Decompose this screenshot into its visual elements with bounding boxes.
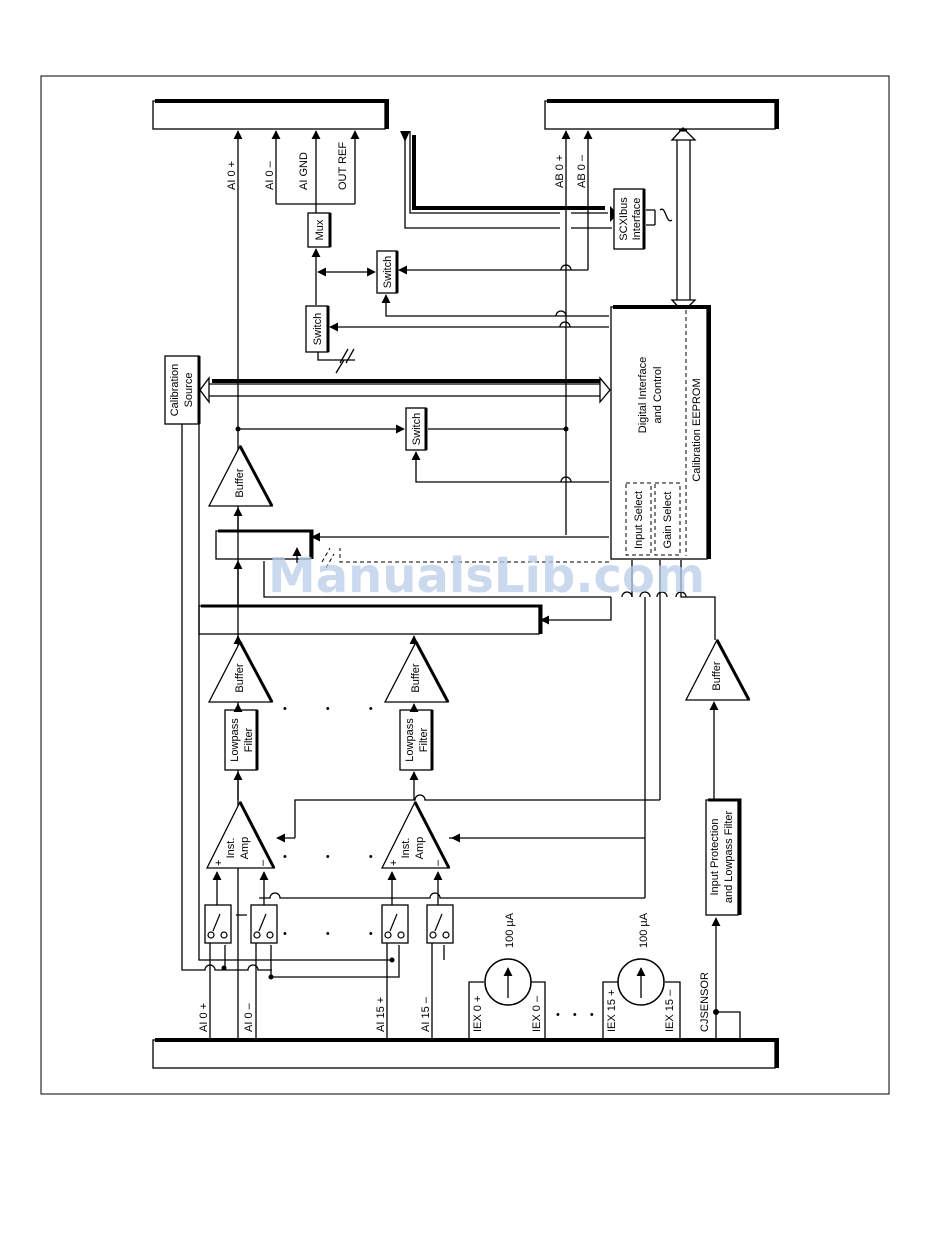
current-source-0: 100 µA IEX 0 + IEX 0 – (468, 912, 546, 1040)
svg-text:Buffer: Buffer (234, 468, 246, 497)
label-top-ai0-plus: AI 0 + (226, 161, 238, 190)
channel-mux-bus (198, 604, 543, 635)
label-top-ab0-plus: AB 0 + (554, 155, 566, 188)
svg-text:Switch: Switch (312, 313, 324, 345)
svg-text:–: – (257, 859, 269, 866)
svg-text:100 µA: 100 µA (504, 912, 516, 948)
svg-text:Calibration: Calibration (169, 364, 181, 417)
label-top-ab0-minus: AB 0 – (576, 154, 588, 188)
inst-amp-15: Inst. Amp + – (380, 800, 451, 869)
svg-text:Input Protection: Input Protection (709, 818, 721, 895)
buffer-channel-15: Buffer (383, 640, 450, 703)
svg-text:Buffer: Buffer (711, 661, 723, 690)
svg-text:Filter: Filter (243, 727, 255, 752)
watermark: ManualsLib.com (268, 548, 705, 604)
svg-text:and Control: and Control (652, 367, 664, 424)
svg-text:and Lowpass Filter: and Lowpass Filter (723, 811, 735, 904)
svg-text:IEX 0 –: IEX 0 – (531, 995, 543, 1032)
label-bottom-ai15-plus: AI 15 + (375, 997, 387, 1032)
calibration-source-block: Calibration Source (164, 355, 201, 425)
eeprom-label: Calibration EEPROM (691, 378, 703, 481)
label-top-out-ref: OUT REF (337, 142, 349, 190)
dots-row-switch: • • • (283, 928, 391, 940)
svg-text:Mux: Mux (314, 219, 326, 240)
buffer-cjsensor: Buffer (684, 638, 751, 701)
top-left-connector (152, 99, 389, 130)
label-top-ai-gnd: AI GND (298, 152, 310, 190)
input-switches (204, 904, 454, 944)
svg-text:Amp: Amp (414, 837, 426, 860)
label-bottom-ai0-minus: AI 0 – (243, 1002, 255, 1032)
bottom-connector (152, 1038, 779, 1069)
svg-text:IEX 15 –: IEX 15 – (664, 989, 676, 1032)
svg-text:Filter: Filter (418, 727, 430, 752)
svg-text:+: + (213, 860, 225, 866)
switch-block-output: Switch (405, 407, 428, 451)
buffer-upper: Buffer (207, 444, 274, 507)
svg-text:Inst.: Inst. (225, 838, 237, 859)
outer-frame (40, 75, 890, 1095)
svg-text:Lowpass: Lowpass (229, 718, 241, 762)
svg-text:SCXIbus: SCXIbus (618, 197, 630, 241)
digital-interface-block: Digital Interface and Control Calibratio… (610, 305, 711, 560)
svg-text:Amp: Amp (239, 837, 251, 860)
dots-row-buffer: • • • (283, 703, 391, 715)
mux-block: Mux (307, 212, 332, 248)
svg-text:Lowpass: Lowpass (404, 718, 416, 762)
svg-text:Gain Select: Gain Select (662, 492, 674, 549)
scxibus-interface-block: SCXIbus Interface (613, 188, 646, 250)
switch-block-ref: Switch (305, 305, 330, 353)
label-bottom-ai15-minus: AI 15 – (420, 996, 432, 1032)
svg-text:IEX 0 +: IEX 0 + (472, 996, 484, 1032)
label-cjsensor: CJSENSOR (699, 972, 711, 1032)
lowpass-filter-15: Lowpass Filter (399, 709, 434, 771)
svg-text:Digital Interface: Digital Interface (637, 357, 649, 433)
svg-text:Input Select: Input Select (633, 491, 645, 549)
svg-text:Inst.: Inst. (400, 838, 412, 859)
label-top-ai0-minus: AI 0 – (264, 160, 276, 190)
switch-block-ab: Switch (376, 250, 399, 294)
svg-text:Source: Source (183, 373, 195, 408)
lowpass-filter-0: Lowpass Filter (224, 709, 259, 771)
svg-text:Buffer: Buffer (234, 663, 246, 692)
input-protection-block: Input Protection and Lowpass Filter (705, 798, 742, 916)
svg-text:IEX 15 +: IEX 15 + (606, 989, 618, 1032)
svg-text:+: + (388, 860, 400, 866)
top-right-connector (544, 99, 779, 130)
svg-text:–: – (432, 859, 444, 866)
svg-text:Switch: Switch (411, 413, 423, 445)
buffer-channel-0: Buffer (207, 640, 274, 703)
dots-row-amp: • • • (283, 851, 391, 863)
current-source-15: 100 µA IEX 15 + IEX 15 – (602, 912, 681, 1040)
label-bottom-ai0-plus: AI 0 + (198, 1003, 210, 1032)
svg-text:Switch: Switch (382, 256, 394, 288)
dots-row-iex: • • • (556, 1009, 599, 1021)
svg-text:Interface: Interface (631, 198, 643, 241)
svg-text:100 µA: 100 µA (638, 912, 650, 948)
svg-text:Buffer: Buffer (410, 663, 422, 692)
inst-amp-0: Inst. Amp + – (205, 800, 276, 869)
